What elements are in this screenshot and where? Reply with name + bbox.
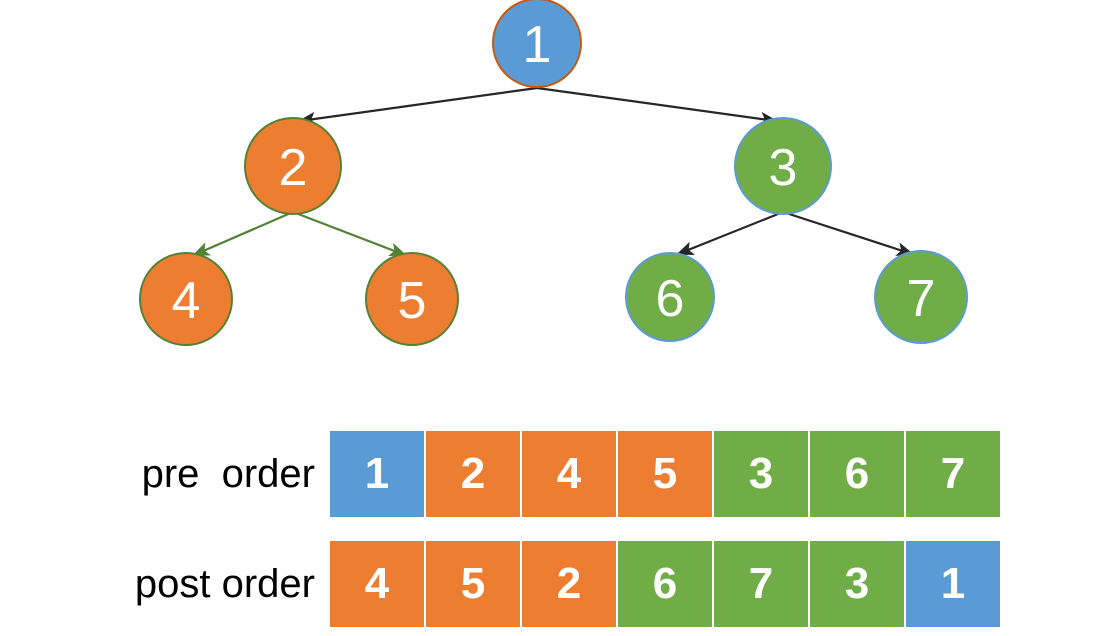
tree-node-2[interactable]: 2 [244,117,342,215]
tree-edges [191,86,915,257]
tree-node-6[interactable]: 6 [625,252,715,342]
tree-node-label-4: 4 [172,272,201,330]
tree-node-1[interactable]: 1 [492,0,582,88]
tree-node-label-6: 6 [656,270,685,328]
traversal-cell[interactable]: 3 [713,430,809,518]
traversal-cell[interactable]: 4 [329,540,425,628]
tree-edge-n3-to-n6 [675,210,784,256]
tree-node-circle-2 [244,117,342,215]
tree-node-label-5: 5 [398,272,427,330]
tree-node-label-2: 2 [279,139,308,197]
tree-node-7[interactable]: 7 [874,250,968,344]
traversal-cell[interactable]: 5 [425,540,521,628]
tree-node-circle-7 [874,250,968,344]
tree-node-circle-5 [365,252,459,346]
tree-node-circle-3 [734,117,832,215]
tree-edge-n1-to-n3 [536,86,779,126]
traversal-label-post-order: post order [134,562,315,606]
tree-edge-n2-to-n4 [191,210,294,257]
tree-node-3[interactable]: 3 [734,117,832,215]
traversal-cell[interactable]: 1 [905,540,1001,628]
tree-node-label-1: 1 [523,16,552,74]
tree-edge-n1-to-n2 [297,86,538,126]
tree-nodes: 1 2 3 4 5 6 7 [139,0,968,346]
traversal-cell[interactable]: 3 [809,540,905,628]
traversal-cell[interactable]: 7 [713,540,809,628]
traversal-cell[interactable]: 5 [617,430,713,518]
tree-node-4[interactable]: 4 [139,252,233,346]
tree-node-label-7: 7 [907,270,936,328]
tree-edge-n3-to-n7 [782,210,915,256]
traversal-cell[interactable]: 4 [521,430,617,518]
traversal-label-pre-order: pre order [141,452,315,496]
tree-graph: 1 2 3 4 5 6 7 [139,0,968,346]
traversal-cell[interactable]: 2 [521,540,617,628]
traversal-cell[interactable]: 7 [905,430,1001,518]
tree-node-circle-1 [492,0,582,88]
tree-node-circle-4 [139,252,233,346]
tree-node-label-3: 3 [769,139,798,197]
traversal-cell[interactable]: 1 [329,430,425,518]
tree-node-5[interactable]: 5 [365,252,459,346]
traversal-cell[interactable]: 6 [809,430,905,518]
tree-node-circle-6 [625,252,715,342]
tree-edge-n2-to-n5 [292,210,408,257]
traversal-cell[interactable]: 2 [425,430,521,518]
traversal-cell[interactable]: 6 [617,540,713,628]
